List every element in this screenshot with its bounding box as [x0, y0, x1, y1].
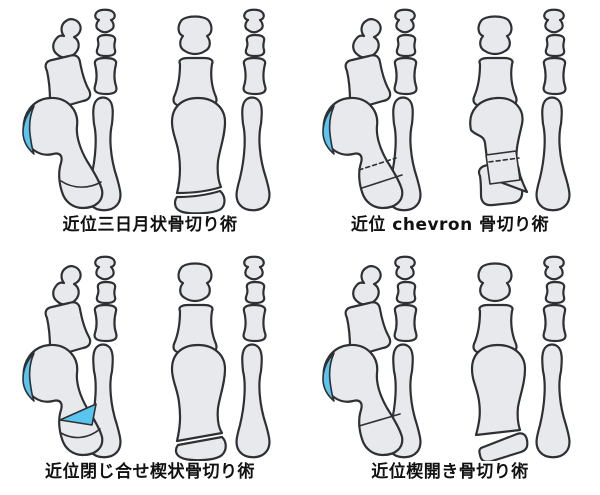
corrected-foot	[170, 255, 271, 461]
first-metatarsal-bone-corrected	[170, 343, 227, 443]
panel-proximal-opening-wedge: 近位楔開き骨切り術	[300, 247, 600, 495]
base-cut-line	[358, 413, 401, 427]
chevron-cut-solid-line	[361, 174, 403, 189]
panel-proximal-crescentic: 近位三日月状骨切り術	[0, 0, 300, 247]
panel-caption: 近位閉じ合せ楔状骨切り術	[45, 462, 255, 482]
crescentic-cut-line	[60, 180, 102, 188]
deformed-foot	[22, 8, 122, 212]
panel-caption: 近位 chevron 骨切り術	[350, 215, 550, 235]
first-metatarsal-bone-corrected	[470, 343, 527, 437]
crescentic-osteotomy-illustration	[22, 8, 271, 214]
deformed-foot	[22, 255, 122, 459]
closing-wedge-highlight	[59, 403, 97, 426]
panel-proximal-closing-wedge: 近位閉じ合せ楔状骨切り術	[0, 247, 300, 495]
closing-wedge-osteotomy-illustration	[22, 255, 271, 461]
panel-proximal-chevron: 近位 chevron 骨切り術	[300, 0, 600, 247]
metatarsal-base-fragment	[173, 189, 226, 214]
base-cut-line	[60, 428, 101, 439]
chevron-osteotomy-illustration	[322, 8, 571, 212]
panel-caption: 近位三日月状骨切り術	[62, 215, 238, 235]
first-metatarsal-bone-corrected	[170, 96, 227, 195]
chevron-cut-dashed-line	[488, 157, 520, 163]
corrected-foot	[469, 8, 571, 212]
opening-wedge-osteotomy-illustration	[322, 255, 571, 461]
corrected-foot	[170, 8, 271, 214]
metatarsal-base-fragment-tilted	[478, 432, 529, 461]
corrected-foot	[470, 255, 571, 461]
metatarsal-base-fragment	[174, 435, 227, 461]
deformed-foot	[322, 255, 422, 459]
chevron-cut-box	[485, 150, 521, 185]
deformed-foot	[322, 8, 422, 212]
panel-caption: 近位楔開き骨切り術	[371, 462, 529, 482]
chevron-cut-dashed-line	[358, 157, 397, 171]
